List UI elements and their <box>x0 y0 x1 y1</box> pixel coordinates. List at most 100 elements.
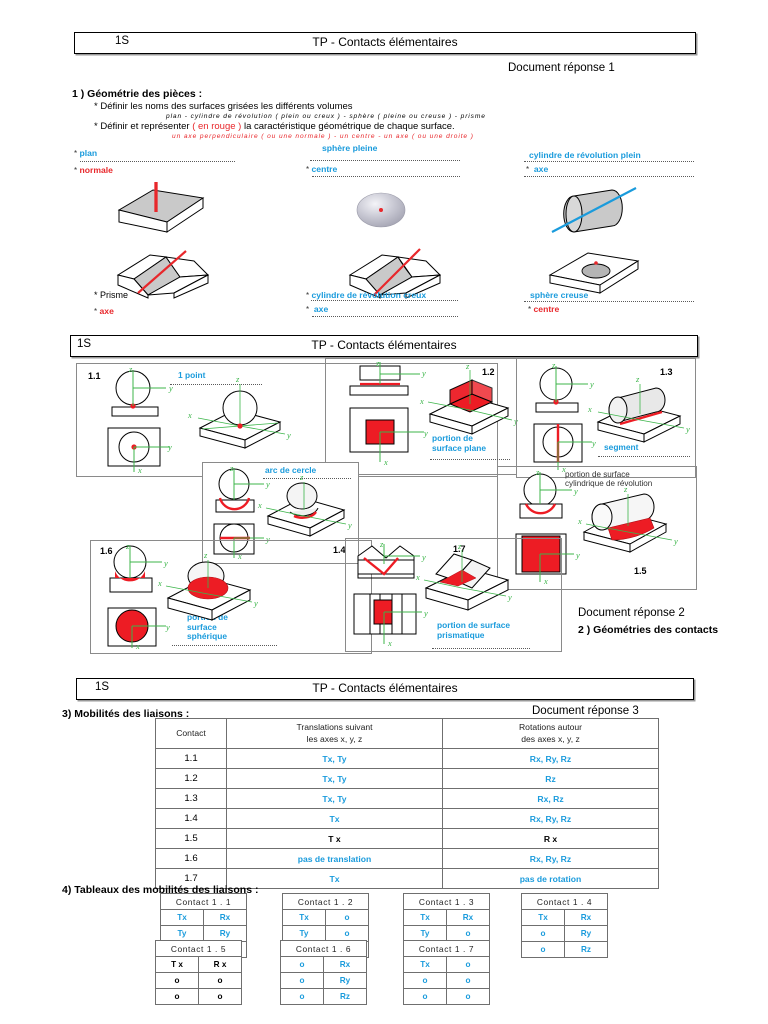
small-table-cell: o <box>325 909 369 926</box>
cell-contact: 1.5 <box>155 828 227 850</box>
mobility-table: Contact Translations suivant les axes x,… <box>155 717 659 890</box>
svg-text:x: x <box>187 410 192 420</box>
contact-label-rule-1-7 <box>432 648 530 649</box>
svg-text:y: y <box>167 442 172 452</box>
answer-star: * <box>306 291 310 300</box>
header-line-1: Rotations autour <box>518 722 583 732</box>
doc-ref-3: Document réponse 3 <box>532 705 639 717</box>
cell-translations: T x <box>226 828 443 850</box>
cell-value: R x <box>543 833 558 844</box>
small-table-cell: o <box>198 988 242 1005</box>
contact-box-label-1-5: portion de surface cylindrique de révolu… <box>565 470 653 489</box>
answer-rule-5 <box>311 300 458 301</box>
cell-translations: Tx <box>226 808 443 830</box>
section1-instruction-1: * Définir les noms des surfaces grisées … <box>94 101 353 112</box>
small-table-cell: o <box>521 941 565 958</box>
drawing-sphere-hollow <box>548 252 640 294</box>
svg-text:y: y <box>573 486 578 496</box>
header-line-2: les axes x, y, z <box>306 733 363 744</box>
cell-value: Rx, Ry, Rz <box>529 853 572 864</box>
banner-3: 1S TP - Contacts élémentaires <box>76 678 694 700</box>
small-table-header: Contact 1 . 2 <box>282 893 369 910</box>
svg-text:y: y <box>165 622 170 632</box>
header-line-1: Translations suivant <box>296 722 373 732</box>
svg-text:y: y <box>163 558 168 568</box>
contact-box-num-1-7: 1.7 <box>453 544 466 554</box>
cell-translations: Tx, Ty <box>226 768 443 790</box>
answer-rule-6 <box>524 301 694 302</box>
section2-heading: 2 ) Géométries des contacts <box>578 624 719 636</box>
answer-name-6: sphère creuse <box>530 290 588 300</box>
small-table-cell: o <box>280 956 324 973</box>
cell-contact: 1.4 <box>155 808 227 830</box>
answer-text: sphère creuse <box>530 290 589 300</box>
contact-box-1-3 <box>516 358 696 478</box>
small-table-cell: o <box>325 925 369 942</box>
answer-text: plan <box>79 148 98 158</box>
drawing-cylinder-solid <box>551 187 637 233</box>
small-table-cell: Ry <box>564 925 608 942</box>
svg-text:x: x <box>543 576 548 586</box>
cell-translations: pas de translation <box>226 848 443 870</box>
svg-text:y: y <box>423 608 428 618</box>
header-rotations: Rotations autour des axes x, y, z <box>442 717 659 750</box>
answer-name-4: * Prisme <box>94 290 128 300</box>
small-table-cell: Rx <box>564 909 608 926</box>
svg-text:x: x <box>135 641 140 651</box>
answer-text: centre <box>311 164 338 174</box>
small-table-cell: Rx <box>323 956 367 973</box>
cell-contact: 1.2 <box>155 768 227 790</box>
table-header-row: Contact Translations suivant les axes x,… <box>155 717 659 750</box>
answer-name-2: sphère pleine <box>322 143 377 153</box>
svg-text:y: y <box>421 552 426 562</box>
answer-star: * <box>526 165 530 174</box>
answer-rule-3 <box>524 161 694 162</box>
cell-value: Tx, Ty <box>322 773 347 784</box>
contact-label-rule-1-2 <box>430 459 510 460</box>
small-table-cell: o <box>446 956 490 973</box>
small-table-cell: Ry <box>323 972 367 989</box>
contact-box-label-1-4: arc de cercle <box>265 465 317 475</box>
instr2-part-b: la caractéristique géométrique de chaque… <box>243 121 455 132</box>
contact-box-num-1-4: 1.4 <box>333 545 346 555</box>
cell-value: Tx <box>329 813 340 824</box>
small-table-cell: Rx <box>203 909 247 926</box>
svg-text:z: z <box>375 358 380 368</box>
cell-rotations: Rx, Ry, Rz <box>442 848 659 870</box>
answer-rule-1 <box>80 161 235 162</box>
section1-instruction-1-sub: plan - cylindre de révolution ( plein ou… <box>166 113 486 120</box>
svg-text:y: y <box>685 424 690 434</box>
cell-value: Rx, Rz <box>537 793 564 804</box>
section1-instruction-2: * Définir et représenter ( en rouge ) la… <box>94 121 455 132</box>
svg-text:z: z <box>623 484 628 494</box>
cell-value: pas de rotation <box>519 873 582 884</box>
svg-text:x: x <box>237 551 242 561</box>
svg-text:z: z <box>379 539 384 549</box>
answer-text: axe <box>533 164 549 174</box>
banner-class: 1S <box>115 35 130 47</box>
contact-box-label-1-3: segment <box>604 442 639 452</box>
cell-value: pas de translation <box>297 853 372 864</box>
cell-contact: 1.3 <box>155 788 227 810</box>
cell-value: Tx, Ty <box>322 753 347 764</box>
table-row: 1.3 Tx, Ty Rx, Rz <box>155 788 659 810</box>
cell-value: Tx, Ty <box>322 793 347 804</box>
small-table-cell: o <box>403 988 447 1005</box>
